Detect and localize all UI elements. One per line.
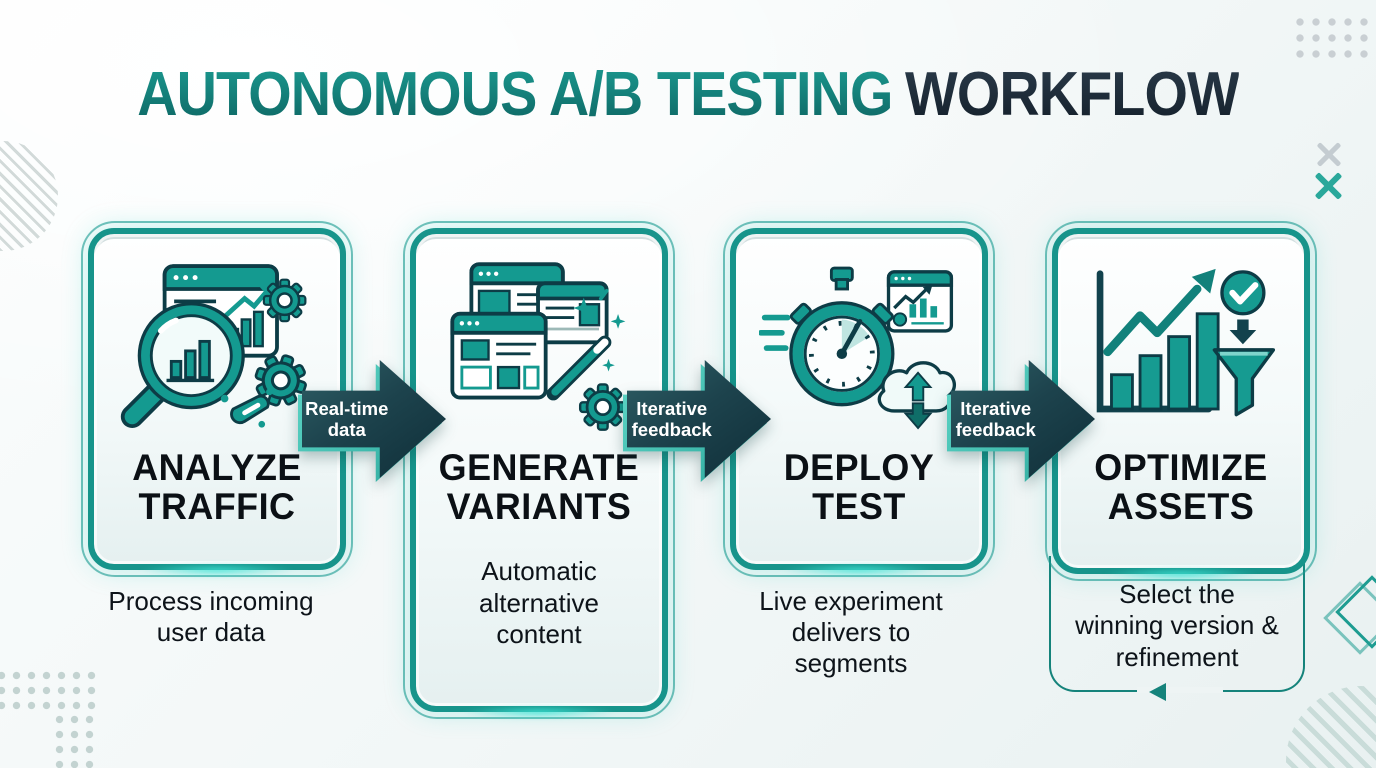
dot-grid-bottom-left-lower (52, 712, 98, 768)
browser-window-icon (536, 281, 609, 345)
connector-arrow: Iterative feedback (623, 360, 771, 482)
gear-icon (262, 278, 307, 323)
arrow-down-icon (1229, 319, 1257, 345)
step-title: GENERATE VARIANTS (438, 447, 640, 528)
step-caption: Live experiment delivers to segments (759, 586, 943, 679)
page-title-teal: AUTONOMOUS A/B TESTING (137, 60, 893, 129)
dot-grid-bottom-left (0, 668, 98, 714)
step-title: OPTIMIZE ASSETS (1094, 447, 1268, 528)
cloud-sync-icon (877, 361, 957, 430)
step-caption: Automatic alternative content (479, 556, 599, 649)
loop-arrow-icon (1149, 683, 1166, 701)
funnel-icon (1212, 348, 1276, 417)
connector-arrow: Real-time data (298, 360, 446, 482)
gear-icon (578, 383, 627, 431)
check-circle-icon (1220, 270, 1266, 316)
bar-chart-growth-icon (1096, 268, 1220, 413)
hatched-circle-top-left (0, 141, 58, 251)
brush-splash-icon (220, 388, 273, 428)
stopwatch-analytics-cloud-sync-icon (758, 256, 959, 442)
cross-mark-teal-icon (1314, 171, 1343, 200)
webpage-variants-magic-wand-gear-icon (439, 256, 639, 442)
step-title: ANALYZE TRAFFIC (132, 447, 302, 528)
cross-mark-gray-icon (1316, 141, 1342, 167)
gear-icon (254, 354, 307, 407)
growth-chart-check-funnel-icon (1081, 256, 1281, 442)
connector-label: Iterative feedback (631, 397, 712, 440)
page-title-dark: WORKFLOW (905, 60, 1240, 129)
refinement-loop-box: Select the winning version & refinement (1049, 556, 1305, 701)
step-card-generate-variants: GENERATE VARIANTS Automatic alternative … (403, 221, 675, 719)
hatched-circle-bottom-right (1286, 686, 1376, 768)
browser-window-icon (450, 311, 548, 400)
step-title: DEPLOY TEST (783, 447, 935, 528)
magnifier-analytics-gears-icon (117, 256, 317, 442)
step-caption: Process incoming user data (108, 586, 314, 648)
step-card-deploy-test: DEPLOY TEST (723, 221, 995, 577)
step-caption: Select the winning version & refinement (1075, 579, 1279, 672)
border-gap (1137, 687, 1223, 693)
magic-wand-icon (546, 289, 626, 401)
connector-arrow: Iterative feedback (947, 360, 1095, 482)
stopwatch-icon (789, 266, 895, 407)
dot-grid-top-right (1292, 14, 1370, 60)
magnifier-icon (120, 302, 245, 429)
analytics-window-icon (886, 270, 954, 333)
connector-label: Real-time data (305, 397, 389, 440)
speed-lines (758, 314, 791, 351)
connector-label: Iterative feedback (955, 397, 1036, 440)
